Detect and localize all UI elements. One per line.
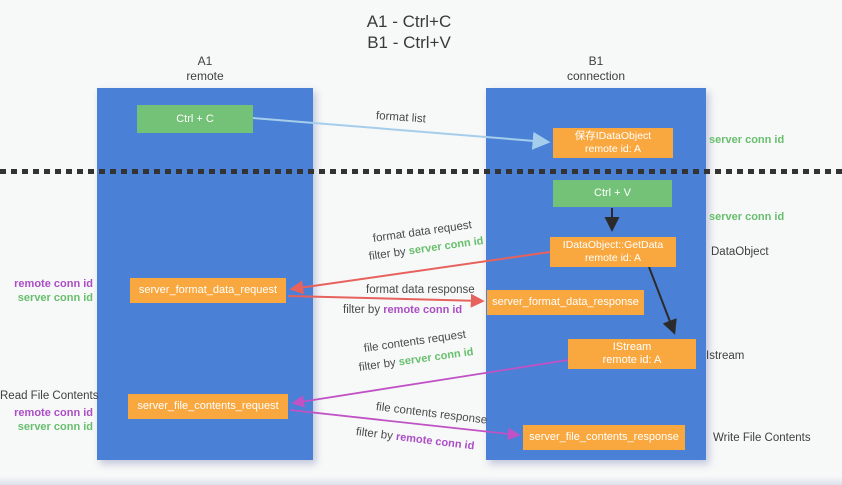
server-format-data-request-label: server_format_data_request	[138, 284, 278, 296]
filter-by-text: filter by	[343, 304, 381, 316]
istream-line2: remote id: A	[602, 354, 662, 366]
server-format-data-request-node: server_format_data_request	[130, 278, 286, 303]
server-conn-id-text: server conn id	[398, 345, 475, 369]
idataobject-getdata-node: IDataObject::GetData remote id: A	[550, 237, 676, 267]
ctrl-c-label: Ctrl + C	[176, 112, 214, 125]
server-conn-id-label-top-right: server conn id	[709, 134, 785, 146]
ctrl-v-label: Ctrl + V	[594, 187, 631, 199]
session-separator-dotted-line	[0, 169, 842, 174]
format-data-response-filter-label: filter by remote conn id	[343, 304, 462, 316]
ctrl-c-node: Ctrl + C	[137, 105, 253, 133]
title-line-1: A1 - Ctrl+C	[366, 12, 452, 31]
diagram-title: A1 - Ctrl+C B1 - Ctrl+V	[299, 11, 519, 53]
format-list-edge-label: format list	[375, 110, 427, 126]
server-format-data-response-label: server_format_data_response	[492, 296, 639, 308]
filter-by-text: filter by	[368, 245, 407, 263]
istream-node: IStream remote id: A	[568, 339, 696, 369]
file-contents-response-edge-label: file contents response	[375, 401, 488, 427]
dataobject-label: DataObject	[711, 246, 769, 258]
server-conn-id-label-file-left: server conn id	[17, 421, 93, 433]
remote-conn-id-text: remote conn id	[383, 304, 463, 316]
istream-side-label: Istream	[706, 350, 745, 362]
lane-b1-name: B1	[588, 54, 604, 68]
ctrl-v-node: Ctrl + V	[553, 180, 672, 207]
getdata-line1: IDataObject::GetData	[562, 239, 664, 251]
save-idataobject-line2: remote id: A	[584, 143, 642, 155]
format-data-response-arrow	[287, 293, 485, 308]
server-file-contents-request-node: server_file_contents_request	[128, 394, 288, 419]
server-conn-id-label-mid-right: server conn id	[709, 211, 785, 223]
lane-header-a1: A1 remote	[97, 54, 313, 84]
save-idataobject-line1: 保存IDataObject	[574, 130, 652, 142]
lane-a1-subtitle: remote	[186, 69, 224, 83]
save-idataobject-node: 保存IDataObject remote id: A	[553, 128, 673, 158]
read-file-contents-label: Read File Contents	[0, 390, 99, 402]
server-conn-id-label-format-left: server conn id	[17, 292, 93, 304]
bottom-window-edge	[0, 476, 842, 485]
server-file-contents-response-node: server_file_contents_response	[523, 425, 685, 450]
lane-a1-name: A1	[197, 54, 213, 68]
format-data-response-edge-label: format data response	[366, 284, 475, 296]
server-file-contents-response-label: server_file_contents_response	[529, 431, 679, 443]
server-format-data-response-node: server_format_data_response	[487, 290, 644, 315]
remote-conn-id-label-file-left: remote conn id	[14, 407, 93, 419]
remote-conn-id-label-format-left: remote conn id	[14, 278, 93, 290]
remote-conn-id-text: remote conn id	[395, 430, 475, 453]
lane-header-b1: B1 connection	[486, 54, 706, 84]
istream-line1: IStream	[612, 341, 652, 353]
filter-by-text: filter by	[358, 356, 397, 374]
server-file-contents-request-label: server_file_contents_request	[137, 400, 279, 412]
write-file-contents-label: Write File Contents	[713, 432, 811, 444]
title-line-2: B1 - Ctrl+V	[367, 33, 451, 52]
filter-by-text: filter by	[355, 426, 394, 443]
file-contents-response-filter-label: filter by remote conn id	[355, 426, 475, 452]
lane-b1-subtitle: connection	[566, 69, 626, 83]
getdata-line2: remote id: A	[584, 252, 642, 264]
